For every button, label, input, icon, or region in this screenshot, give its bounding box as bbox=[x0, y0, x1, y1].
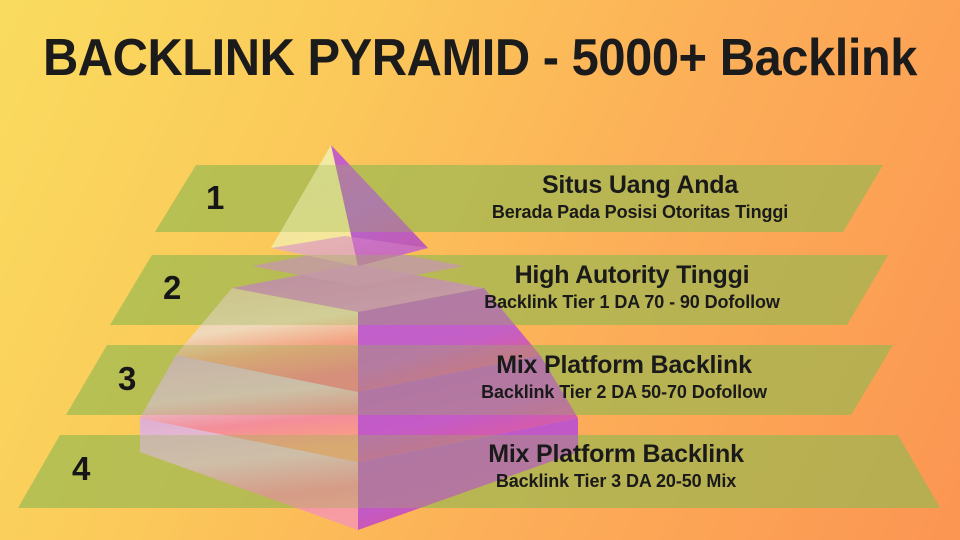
tier-label-3: Mix Platform Backlink Backlink Tier 2 DA… bbox=[414, 352, 834, 402]
tier-title-4: Mix Platform Backlink bbox=[488, 440, 744, 468]
tier-subtitle-4: Backlink Tier 3 DA 20-50 Mix bbox=[495, 471, 737, 491]
tier-subtitle-2: Backlink Tier 1 DA 70 - 90 Dofollow bbox=[484, 292, 780, 312]
tier-subtitle-3: Backlink Tier 2 DA 50-70 Dofollow bbox=[481, 382, 767, 402]
tier-number-4: 4 bbox=[72, 450, 91, 487]
tier-title-1: Situs Uang Anda bbox=[541, 171, 739, 199]
tier-label-1: Situs Uang Anda Berada Pada Posisi Otori… bbox=[430, 172, 850, 222]
tier-title-2: High Autority Tinggi bbox=[514, 261, 750, 289]
tier-number-3: 3 bbox=[118, 360, 137, 397]
tier-number-1: 1 bbox=[206, 179, 225, 216]
tier-subtitle-1: Berada Pada Posisi Otoritas Tinggi bbox=[491, 202, 789, 222]
tier-number-2: 2 bbox=[163, 269, 182, 306]
page-title: BACKLINK PYRAMID - 5000+ Backlink bbox=[42, 29, 918, 87]
tier-title-3: Mix Platform Backlink bbox=[496, 351, 752, 379]
tier-label-2: High Autority Tinggi Backlink Tier 1 DA … bbox=[422, 262, 842, 312]
tier-label-4: Mix Platform Backlink Backlink Tier 3 DA… bbox=[406, 441, 826, 491]
